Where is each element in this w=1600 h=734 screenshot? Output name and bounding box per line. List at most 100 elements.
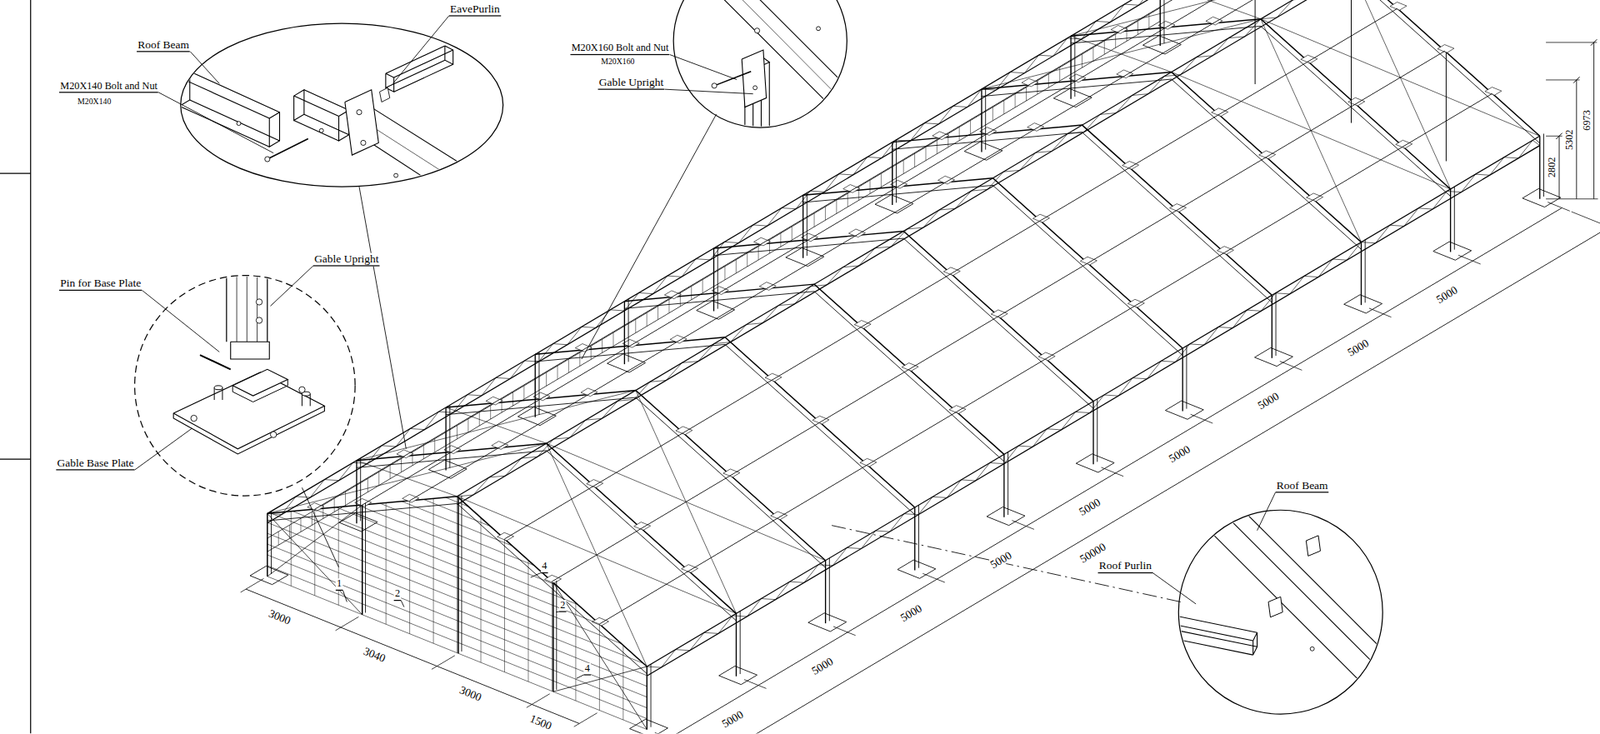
truss-lacing bbox=[881, 140, 896, 159]
truss-lacing bbox=[1046, 429, 1061, 430]
window-mullion bbox=[690, 286, 692, 300]
dimension-label: 5000 bbox=[1344, 337, 1371, 360]
roof-beam bbox=[535, 337, 915, 508]
truss-lacing bbox=[439, 411, 454, 413]
purlin-clip bbox=[1300, 55, 1318, 64]
purlin-clip bbox=[848, 229, 865, 238]
gable-glazing bbox=[551, 581, 553, 692]
bolt-hole bbox=[816, 26, 821, 31]
truss-lacing bbox=[581, 326, 596, 328]
roof-beam bbox=[717, 0, 840, 97]
roof-beam bbox=[356, 443, 737, 614]
base-bracket bbox=[232, 380, 288, 403]
truss-lacing bbox=[1090, 395, 1105, 414]
leader-line bbox=[190, 51, 220, 85]
member-section bbox=[745, 127, 770, 141]
member-edge bbox=[304, 114, 350, 135]
callout-number: 2 bbox=[559, 600, 567, 613]
bolt-hole bbox=[319, 128, 324, 133]
leader-line bbox=[135, 428, 192, 470]
extension-line bbox=[1545, 79, 1580, 80]
drawing-part bbox=[173, 270, 325, 454]
window-mullion bbox=[870, 180, 871, 194]
locating-pin bbox=[310, 394, 311, 407]
truss-lacing bbox=[704, 632, 719, 634]
purlin-clip bbox=[890, 180, 908, 189]
purlin-clip bbox=[1395, 140, 1413, 149]
purlin-clip bbox=[754, 237, 771, 246]
member-section bbox=[294, 90, 305, 121]
window-mullion bbox=[400, 459, 402, 473]
dimension-label: 5302 bbox=[1564, 128, 1575, 151]
dimension-tick bbox=[1571, 211, 1600, 230]
truss-lacing bbox=[1475, 174, 1490, 175]
gable-bracing bbox=[267, 513, 363, 615]
window-mullion bbox=[903, 160, 905, 174]
truss-lacing bbox=[295, 496, 310, 498]
base-plate bbox=[986, 506, 1025, 525]
window-mullion bbox=[523, 385, 525, 400]
callout-leader bbox=[359, 186, 406, 450]
truss-lacing bbox=[595, 310, 610, 329]
base-plate bbox=[785, 247, 825, 266]
window-mullion bbox=[390, 465, 391, 479]
truss-lacing bbox=[1346, 242, 1361, 261]
dimension-line bbox=[1593, 42, 1595, 200]
window-mullion bbox=[825, 206, 826, 220]
gable-upright bbox=[1350, 0, 1352, 124]
purlin-clip bbox=[402, 494, 420, 503]
window-mullion bbox=[1048, 74, 1050, 88]
drawing-part bbox=[1173, 505, 1406, 693]
purlin-clip bbox=[396, 450, 414, 459]
dimension-tick bbox=[335, 616, 360, 631]
bolt-hole bbox=[270, 431, 276, 438]
dimension-tick bbox=[1547, 202, 1570, 212]
callout-number: 1 bbox=[335, 578, 344, 591]
truss-lacing bbox=[724, 241, 739, 243]
roof-purlin bbox=[505, 8, 1398, 540]
roof-bracing bbox=[1350, 0, 1451, 190]
dimension-label: 5000 bbox=[1076, 496, 1104, 520]
bolt bbox=[267, 139, 309, 160]
truss-lacing bbox=[653, 275, 668, 295]
truss-lacing bbox=[1180, 57, 1196, 75]
truss-lacing bbox=[918, 496, 933, 515]
end-plate bbox=[741, 50, 766, 108]
truss-lacing bbox=[410, 428, 425, 430]
detail-circle bbox=[135, 275, 355, 496]
base-plate bbox=[1255, 347, 1294, 366]
dimension-label: 5000 bbox=[987, 549, 1015, 572]
roof-purlin bbox=[599, 93, 1492, 625]
window-mullion bbox=[1015, 94, 1016, 108]
truss-lacing bbox=[775, 581, 790, 600]
gable-upright bbox=[365, 503, 366, 614]
gable-upright bbox=[552, 582, 554, 692]
drawing-part bbox=[704, 0, 853, 141]
upright-foot bbox=[230, 341, 270, 360]
window-mullion bbox=[568, 359, 570, 373]
window-mullion bbox=[1104, 40, 1105, 55]
purlin-clip bbox=[901, 363, 919, 372]
truss-lacing bbox=[1039, 55, 1054, 56]
truss-lacing bbox=[634, 381, 650, 400]
truss-lacing bbox=[890, 514, 905, 533]
member-edge bbox=[1177, 616, 1258, 634]
locating-pin bbox=[221, 387, 223, 400]
truss-lacing bbox=[1175, 344, 1190, 363]
roof-beam bbox=[892, 125, 1273, 295]
leader-line bbox=[141, 290, 220, 352]
border-line bbox=[0, 173, 31, 175]
truss-lacing bbox=[932, 496, 947, 498]
callout-leader bbox=[831, 525, 1181, 603]
detail-circle bbox=[1178, 510, 1383, 715]
purlin-clip bbox=[980, 127, 997, 136]
bolt-hole bbox=[360, 140, 366, 145]
roof-bracing bbox=[445, 407, 547, 444]
window-mullion bbox=[545, 372, 547, 386]
window-mullion bbox=[1137, 20, 1139, 35]
truss-lacing bbox=[810, 285, 827, 287]
truss-lacing bbox=[1053, 38, 1068, 57]
bolt-hole bbox=[299, 386, 305, 393]
truss-lacing bbox=[495, 377, 510, 379]
truss-lacing bbox=[660, 650, 675, 669]
